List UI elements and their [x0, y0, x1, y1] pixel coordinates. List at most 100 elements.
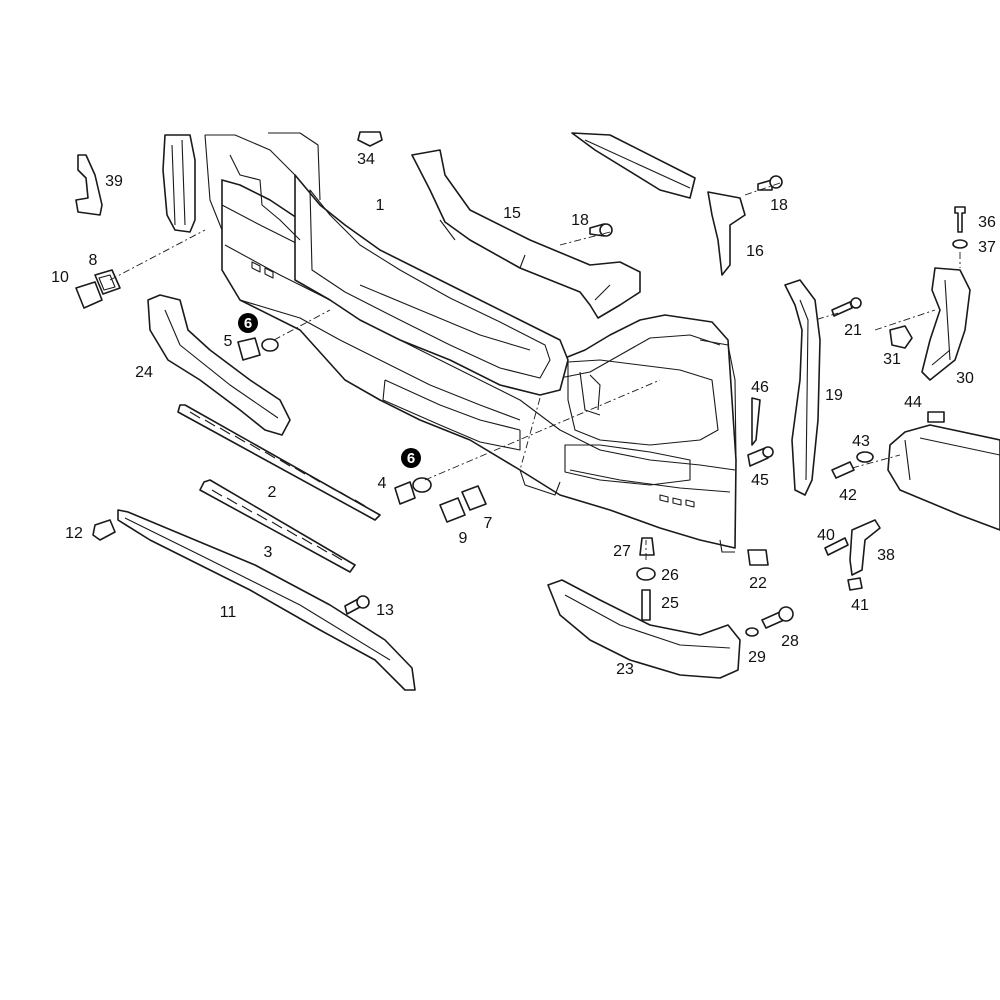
lamp-10: [75, 281, 103, 309]
part-number-label: 10: [51, 269, 69, 286]
callout-p2: 2: [268, 484, 277, 501]
part-number-label: 1: [376, 197, 385, 214]
part-number-label: 9: [459, 530, 468, 547]
callout-p15: 15: [503, 205, 521, 222]
callout-p19: 19: [825, 387, 843, 404]
callout-p5: 5: [224, 333, 233, 350]
part-number-label: 39: [105, 173, 123, 190]
callout-p42: 42: [839, 487, 857, 504]
gasket-7: [461, 485, 487, 511]
part-number-label: 44: [904, 394, 922, 411]
part-number-label: 38: [877, 547, 895, 564]
callout-p27: 27: [613, 543, 631, 560]
washer-37: [952, 239, 968, 249]
part-number-label: 6: [407, 450, 415, 467]
callout-p18a: 18: [571, 212, 589, 229]
part-number-label: 36: [978, 214, 996, 231]
callout-p43: 43: [852, 433, 870, 450]
part-number-label: 31: [883, 351, 901, 368]
bolt-42: [831, 461, 855, 479]
end-cap-23: [547, 579, 741, 679]
bolt-25: [641, 589, 651, 621]
highlight-marker: [238, 313, 258, 333]
washer-29: [745, 627, 759, 637]
part-number-label: 11: [220, 604, 237, 621]
part-number-label: 45: [751, 472, 769, 489]
callout-p13: 13: [376, 602, 394, 619]
part-number-label: 4: [378, 475, 387, 492]
strip-3: [199, 479, 356, 573]
callout-p6b: 6: [401, 448, 421, 468]
part-number-label: 2: [268, 484, 277, 501]
pin-46: [751, 397, 761, 446]
callout-p28: 28: [781, 633, 799, 650]
part-number-label: 16: [746, 243, 764, 260]
callout-p23: 23: [616, 661, 634, 678]
callout-p18b: 18: [770, 197, 788, 214]
callout-p8: 8: [89, 252, 98, 269]
headlamp: [887, 424, 1000, 531]
callout-p11: 11: [220, 604, 237, 621]
callout-p34: 34: [357, 151, 375, 168]
part-number-label: 7: [484, 515, 493, 532]
part-number-label: 6: [244, 315, 252, 332]
end-cap-24: [147, 294, 291, 436]
callout-p22: 22: [749, 575, 767, 592]
bracket-16: [707, 191, 746, 276]
part-number-label: 19: [825, 387, 843, 404]
nut-41: [847, 577, 863, 591]
callout-p30: 30: [956, 370, 974, 387]
callout-p26: 26: [661, 567, 679, 584]
top-strip: [571, 132, 696, 199]
cover-4: [394, 481, 416, 505]
strip-2: [177, 404, 381, 521]
part-number-label: 12: [65, 525, 83, 542]
leader-lines: [109, 182, 961, 560]
callout-p29: 29: [748, 649, 766, 666]
callout-p21: 21: [844, 322, 862, 339]
screw-40: [824, 537, 849, 556]
callout-p24: 24: [135, 364, 153, 381]
callout-p3: 3: [264, 544, 273, 561]
callout-p12: 12: [65, 525, 83, 542]
bracket-39: [75, 154, 103, 216]
callout-p7: 7: [484, 515, 493, 532]
callout-p9: 9: [459, 530, 468, 547]
part-number-label: 8: [89, 252, 98, 269]
part-number-label: 29: [748, 649, 766, 666]
part-number-label: 34: [357, 151, 375, 168]
callout-p39: 39: [105, 173, 123, 190]
nut-31: [889, 325, 913, 349]
clip-44: [927, 411, 945, 423]
callout-p31: 31: [883, 351, 901, 368]
part-number-label: 3: [264, 544, 273, 561]
callout-p38: 38: [877, 547, 895, 564]
side-strip: [162, 134, 196, 233]
bolt-36: [954, 206, 966, 233]
plug-12: [92, 519, 116, 541]
callout-p40: 40: [817, 527, 835, 544]
washer-43: [856, 451, 874, 463]
callout-p41: 41: [851, 597, 869, 614]
callout-p6a: 6: [238, 313, 258, 333]
callout-p10: 10: [51, 269, 69, 286]
part-number-label: 23: [616, 661, 634, 678]
part-number-label: 18: [571, 212, 589, 229]
clip-34: [357, 131, 383, 147]
callout-p36: 36: [978, 214, 996, 231]
side-trim-19: [784, 279, 821, 496]
bracket-30: [921, 267, 971, 381]
lamp-9: [439, 497, 466, 523]
callout-labels: 1234566789101112131516181819212223242526…: [51, 151, 996, 678]
part-number-label: 25: [661, 595, 679, 612]
part-number-label: 26: [661, 567, 679, 584]
part-number-label: 46: [751, 379, 769, 396]
part-number-label: 28: [781, 633, 799, 650]
part-number-label: 40: [817, 527, 835, 544]
callout-p44: 44: [904, 394, 922, 411]
part-number-label: 30: [956, 370, 974, 387]
part-number-label: 27: [613, 543, 631, 560]
part-number-label: 24: [135, 364, 153, 381]
callout-p37: 37: [978, 239, 996, 256]
part-number-label: 13: [376, 602, 394, 619]
